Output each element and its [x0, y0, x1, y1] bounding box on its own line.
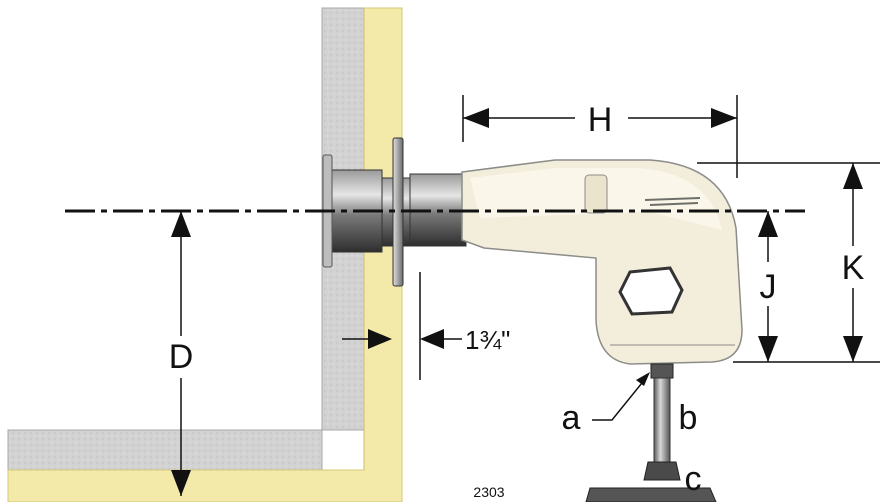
housing-vent [644, 197, 701, 206]
dimension-j-label: J [760, 268, 777, 306]
dimension-d-label: D [169, 338, 194, 376]
callout-c-label: c [685, 460, 702, 498]
dimension-k: K [697, 162, 880, 363]
pedestal [585, 363, 717, 502]
callout-a: a [562, 372, 650, 437]
pedestal-foot [585, 487, 717, 502]
dimension-j: J [758, 211, 778, 362]
wall-structure [7, 7, 403, 502]
dimension-h: H [462, 95, 738, 178]
pedestal-pipe [653, 377, 671, 464]
dimension-d: D [169, 211, 194, 496]
burner-housing [461, 159, 743, 365]
callout-a-label: a [562, 399, 581, 437]
dimension-clearance: 1¾" [342, 272, 510, 380]
figure-number: 2303 [473, 484, 504, 500]
housing-slot [584, 174, 608, 214]
dimension-h-label: H [588, 101, 613, 139]
clearance-label: 1¾" [465, 325, 510, 355]
pedestal-collar [650, 363, 674, 379]
pedestal-base [643, 461, 681, 481]
concrete-wall [7, 7, 365, 471]
motor-window [618, 266, 684, 316]
dimension-k-label: K [842, 249, 865, 287]
callout-b-label: b [679, 399, 698, 437]
